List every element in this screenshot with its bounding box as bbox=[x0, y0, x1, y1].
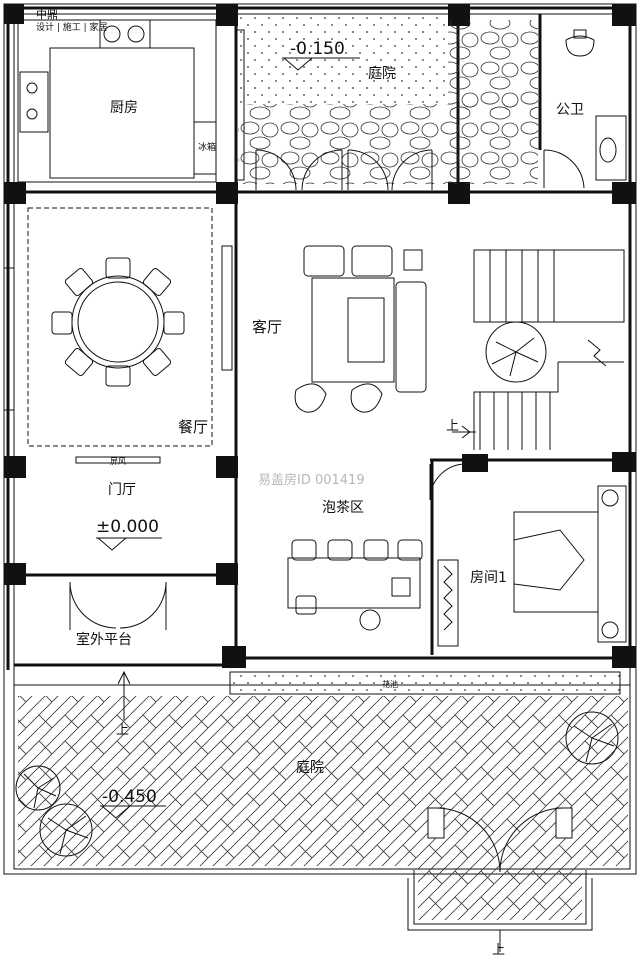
label-courtyard-north: 庭院 bbox=[368, 65, 396, 82]
level-north: -0.150 bbox=[290, 39, 345, 59]
dining-area bbox=[4, 207, 233, 464]
indoor-plant bbox=[485, 321, 547, 383]
label-fridge: 冰箱 bbox=[198, 141, 216, 153]
level-south: -0.450 bbox=[102, 787, 157, 807]
gate-paving bbox=[418, 866, 582, 920]
bedroom-furniture bbox=[437, 485, 627, 647]
level-foyer: ±0.000 bbox=[96, 517, 159, 537]
north-courtyard-gravel bbox=[238, 14, 448, 104]
label-screen: 屏风 bbox=[110, 457, 126, 466]
label-public-wc: 公卫 bbox=[556, 102, 584, 118]
label-dining-room: 餐厅 bbox=[178, 418, 208, 436]
label-flower-bed: 花池 bbox=[382, 679, 398, 689]
gate-up-label: 上 bbox=[492, 943, 505, 958]
label-bedroom-1: 房间1 bbox=[470, 570, 507, 586]
level-marker-south bbox=[100, 805, 166, 819]
outdoor-platform bbox=[69, 581, 167, 720]
north-courtyard-stones bbox=[238, 104, 538, 184]
tea-area-furniture bbox=[287, 463, 467, 631]
company-tagline: 设计 | 施工 | 家居 bbox=[36, 21, 108, 33]
label-foyer: 门厅 bbox=[108, 482, 136, 498]
label-living-room: 客厅 bbox=[252, 318, 282, 336]
living-room-furniture bbox=[294, 245, 427, 413]
platform-up-label: 上 bbox=[116, 723, 129, 738]
columns bbox=[4, 4, 636, 668]
north-courtyard-doors bbox=[255, 149, 433, 191]
level-marker-foyer bbox=[96, 537, 162, 551]
dining-chairs bbox=[51, 257, 185, 387]
staircase bbox=[452, 249, 625, 450]
flower-bed bbox=[229, 671, 621, 695]
stair-up-label: 上 bbox=[446, 419, 459, 434]
public-wc bbox=[543, 29, 627, 189]
gate-doors bbox=[427, 807, 573, 952]
label-outdoor-platform: 室外平台 bbox=[76, 631, 132, 648]
level-marker-north bbox=[282, 57, 360, 71]
courtyard-trees bbox=[15, 711, 619, 857]
south-courtyard-paving bbox=[18, 696, 628, 866]
label-kitchen: 厨房 bbox=[110, 100, 138, 116]
company-name: 中鼎 bbox=[36, 8, 58, 21]
watermark: 易盖房ID 001419 bbox=[258, 472, 365, 488]
kitchen-furniture bbox=[17, 19, 245, 183]
label-tea-area: 泡茶区 bbox=[322, 500, 364, 516]
label-courtyard-south: 庭院 bbox=[296, 759, 324, 776]
north-courtyard-stones-2 bbox=[448, 20, 538, 110]
